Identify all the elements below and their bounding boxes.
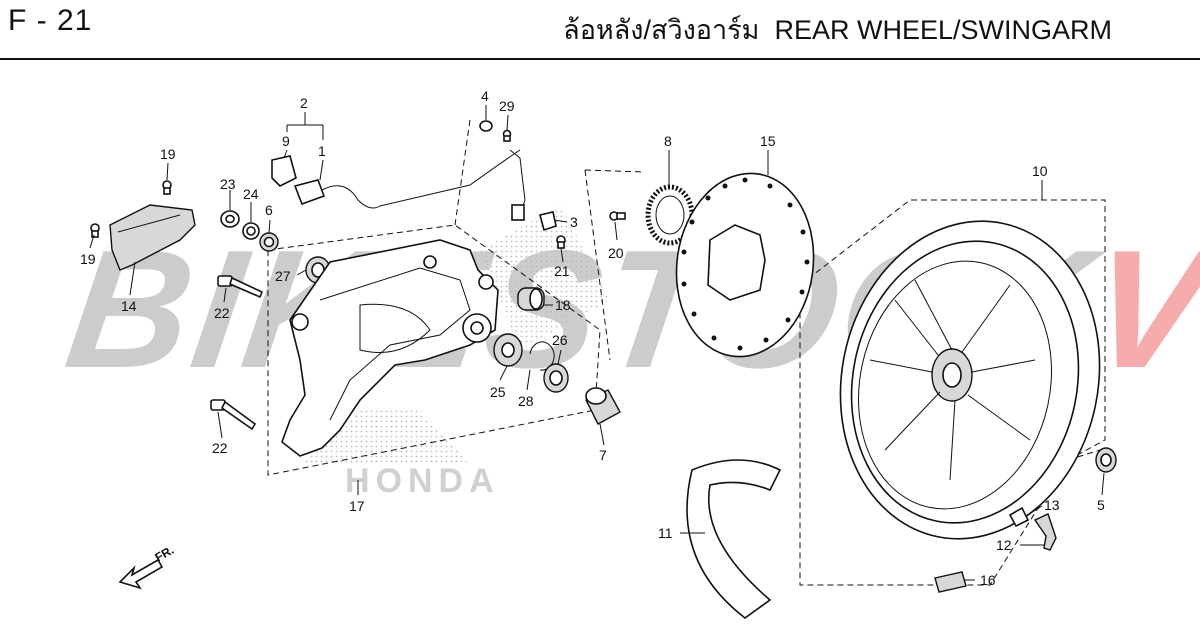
nut-23 (220, 210, 240, 228)
callout-22-bottom: 22 (212, 440, 228, 456)
sensor-leader (454, 119, 471, 226)
callout-24: 24 (243, 186, 259, 202)
callout-10: 10 (1032, 163, 1048, 179)
pivot-bolt-22-bottom (210, 399, 257, 431)
wheel-bushing-5 (1095, 447, 1117, 473)
wheel-frame (799, 199, 1106, 586)
collar-18 (517, 287, 545, 311)
brake-disc-15 (675, 172, 815, 358)
callout-2: 2 (300, 95, 308, 111)
callout-15: 15 (760, 133, 776, 149)
callout-28: 28 (518, 393, 534, 409)
callout-16: 16 (980, 572, 996, 588)
exploded-parts-diagram: HONDA (80, 88, 1117, 619)
callout-17: 17 (349, 498, 365, 514)
callout-12: 12 (996, 537, 1012, 553)
callout-22-top: 22 (214, 305, 230, 321)
callout-9: 9 (282, 133, 290, 149)
callout-21: 21 (554, 263, 570, 279)
rear-wheel-10 (839, 220, 1101, 540)
bolt-20 (609, 211, 626, 221)
callout-5: 5 (1097, 497, 1105, 513)
page-title: ล้อหลัง/สวิงอาร์ม REAR WHEEL/SWINGARM (563, 15, 1112, 45)
callout-19-left: 19 (80, 251, 96, 267)
callout-20: 20 (608, 245, 624, 261)
washer-24 (242, 222, 260, 240)
callout-1: 1 (318, 143, 326, 159)
callout-18: 18 (555, 297, 571, 313)
callout-19-top: 19 (160, 146, 176, 162)
sensor-bracket-3 (539, 211, 557, 232)
disc-leader-bottom (584, 169, 611, 361)
seal-6 (259, 232, 279, 252)
honda-logo: HONDA (300, 205, 610, 500)
bearing-25 (493, 333, 523, 367)
callout-14: 14 (121, 298, 137, 314)
callout-13: 13 (1044, 497, 1060, 513)
page-header: F - 21 ล้อหลัง/สวิงอาร์ม REAR WHEEL/SWIN… (0, 0, 1200, 60)
bolt-19-left (90, 223, 100, 238)
callout-26: 26 (552, 332, 568, 348)
page-code: F - 21 (8, 4, 93, 37)
grommet-4 (479, 120, 493, 132)
leader-lines (89, 105, 1105, 581)
callout-23: 23 (220, 176, 236, 192)
pivot-bolt-22-top (217, 275, 264, 299)
callout-4: 4 (481, 88, 489, 104)
callout-11: 11 (658, 525, 673, 541)
disc-leader-top (584, 169, 646, 173)
callout-labels: 1 2 3 4 5 6 7 8 9 10 11 12 13 14 15 16 1… (80, 88, 1105, 588)
bolt-19-top (162, 180, 172, 195)
bolt-21 (556, 235, 566, 249)
callout-7: 7 (599, 447, 607, 463)
header-divider (0, 58, 1200, 60)
front-direction-arrow: FR. (118, 543, 176, 590)
callout-6: 6 (265, 202, 273, 218)
valve-stem-12 (1033, 513, 1057, 551)
distance-collar-7 (585, 387, 621, 425)
swingarm (281, 239, 499, 457)
bolt-29 (502, 129, 512, 142)
speed-sensor-connector (271, 149, 526, 221)
inner-guard-11 (686, 459, 782, 619)
callout-8: 8 (664, 133, 672, 149)
balance-weight-16 (934, 571, 967, 593)
callout-3: 3 (570, 214, 578, 230)
callout-29: 29 (499, 98, 515, 114)
honda-logo-text: HONDA (345, 462, 500, 500)
callout-25: 25 (490, 384, 506, 400)
heat-guard (109, 204, 196, 271)
valve-clip-13 (1008, 506, 1030, 528)
dust-seal-26 (543, 363, 569, 393)
callout-27: 27 (275, 268, 291, 284)
